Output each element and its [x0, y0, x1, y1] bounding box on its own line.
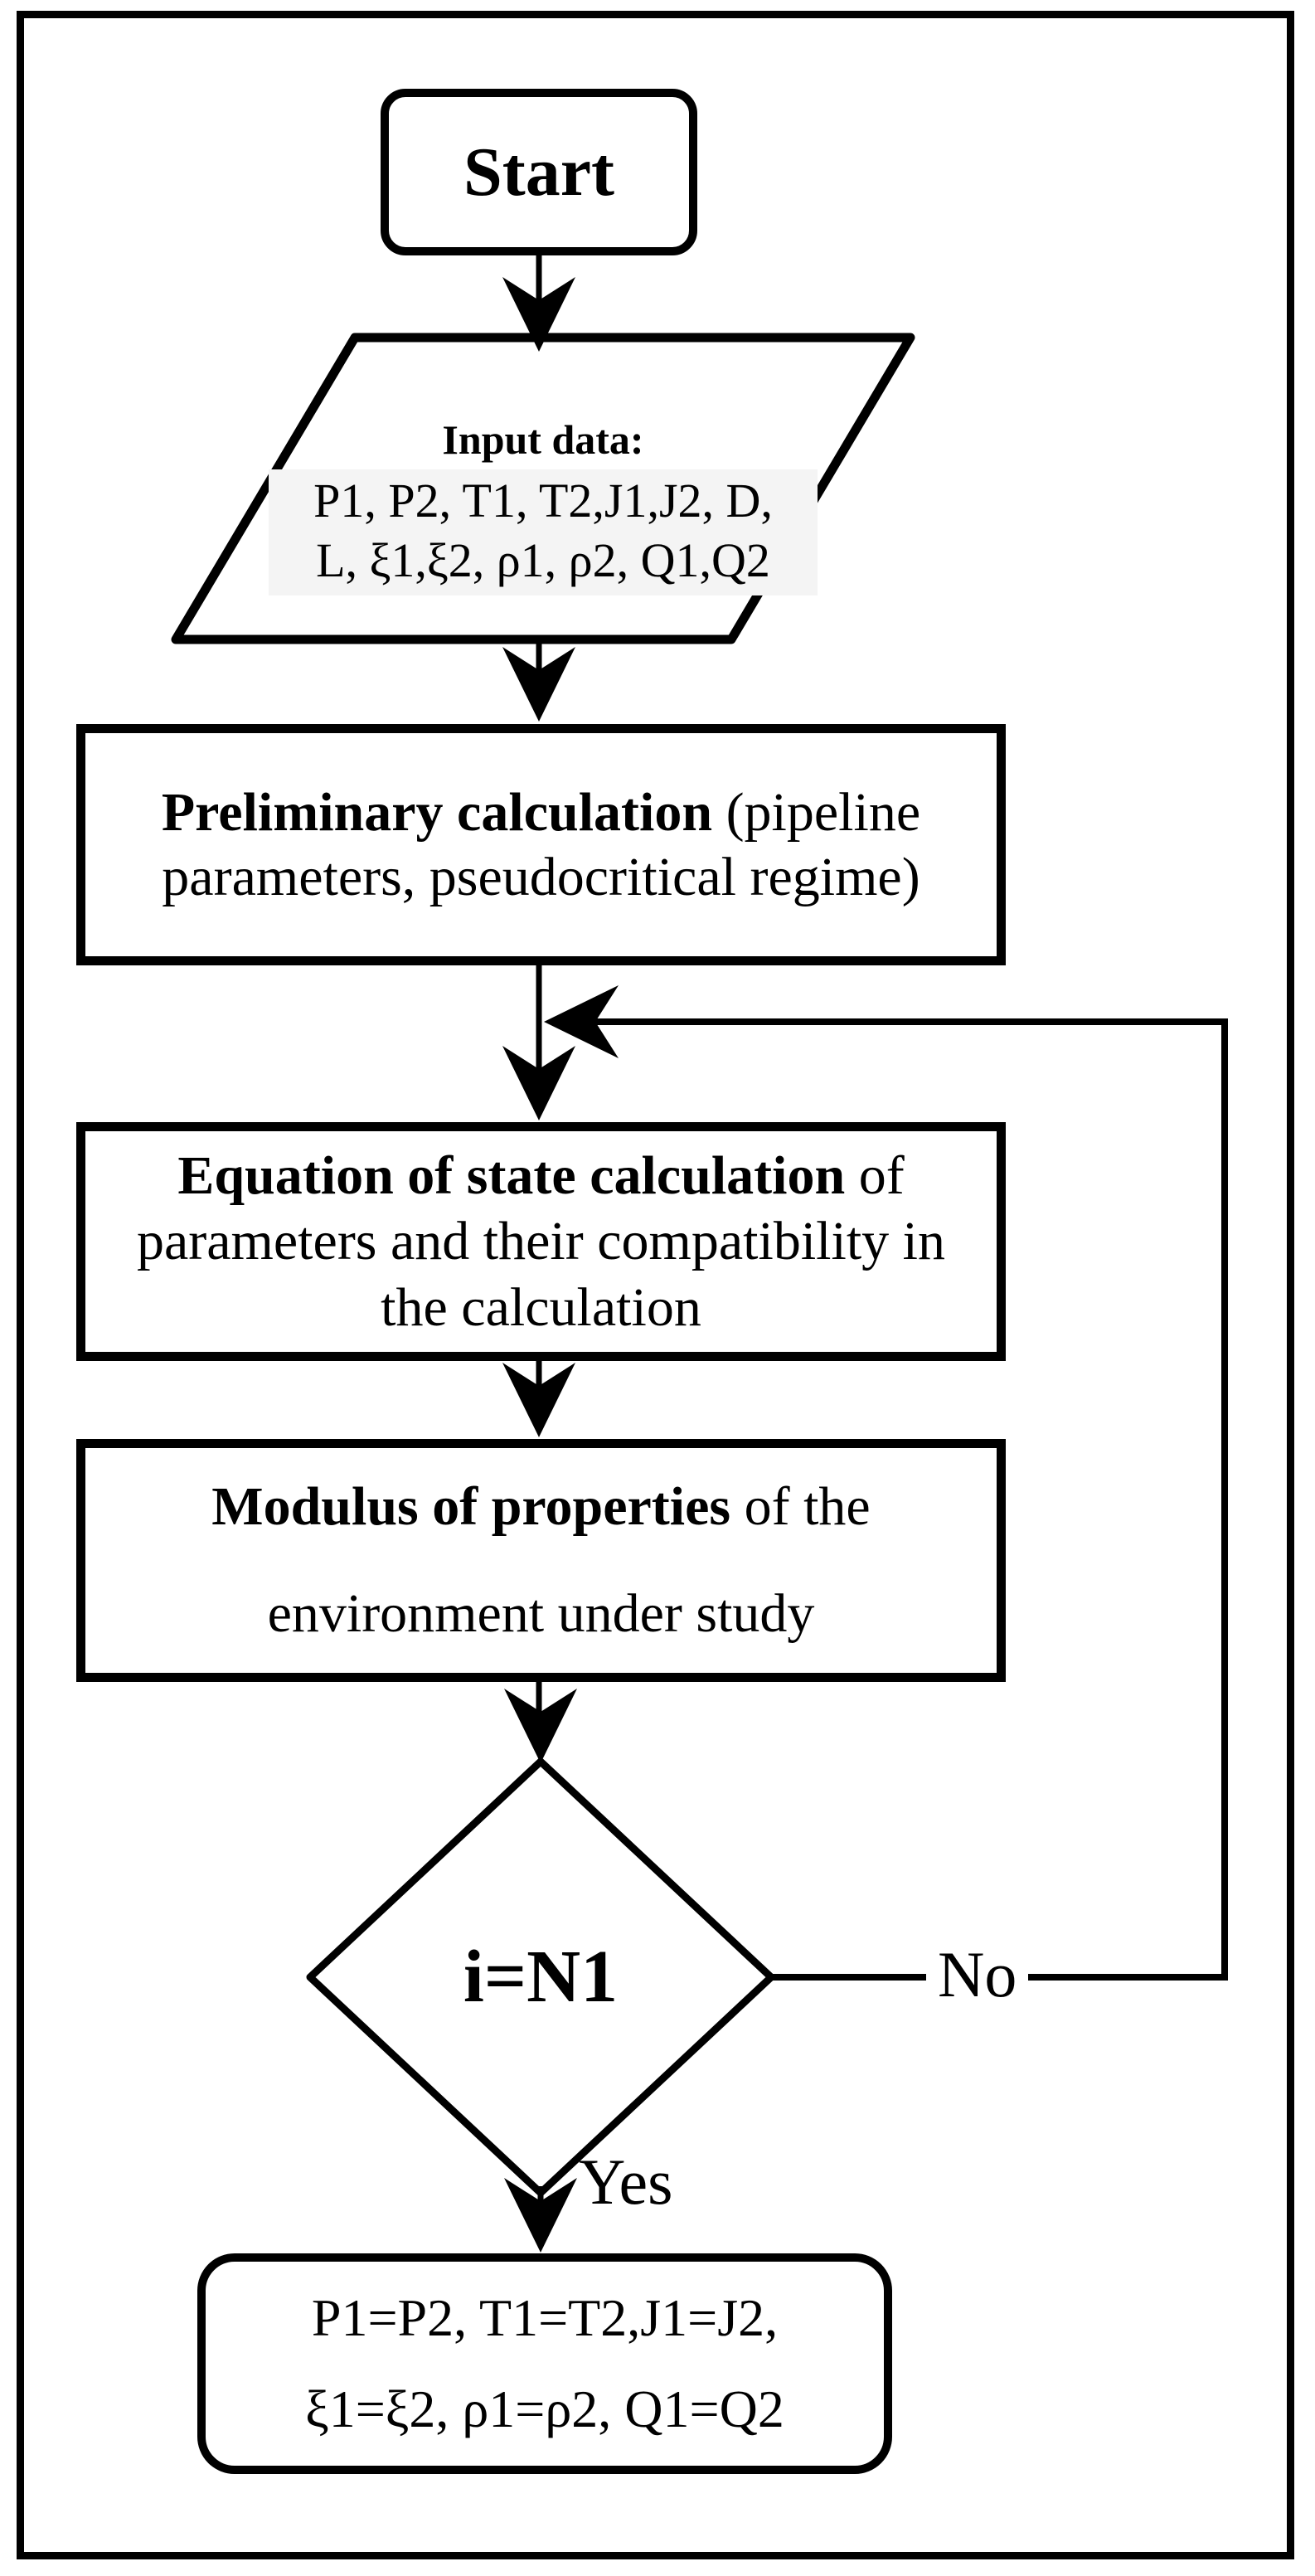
arrowhead-into-result-icon [504, 2178, 577, 2253]
decision-condition: i=N1 [463, 1936, 619, 2018]
start-label: Start [463, 134, 614, 211]
preliminary-line-1: Preliminary calculation (pipeline [161, 781, 921, 843]
input-data-values: P1, P2, T1, T2,J1,J2, D, L, ξ1,ξ2, ρ1, ρ… [269, 469, 818, 595]
input-data-node: Input data: P1, P2, T1, T2,J1,J2, D, L, … [249, 417, 837, 595]
loop-arrowhead-icon [544, 985, 619, 1058]
arrowhead-into-preliminary-icon [502, 647, 575, 722]
yes-branch-label: Yes [579, 2146, 673, 2218]
equation-line-2: parameters and their compatibility in [136, 1211, 945, 1272]
equation-line-1: Equation of state calculation of [177, 1145, 905, 1207]
modulus-node: Modulus of properties of the environment… [76, 1439, 1006, 1682]
input-data-line-1: P1, P2, T1, T2,J1,J2, D, [313, 474, 773, 527]
result-line-1: P1=P2, T1=T2,J1=J2, [311, 2287, 779, 2347]
result-node: P1=P2, T1=T2,J1=J2, ξ1=ξ2, ρ1=ρ2, Q1=Q2 [197, 2253, 892, 2474]
arrowhead-into-equation-icon [502, 1046, 575, 1120]
equation-line-3: the calculation [381, 1276, 701, 1338]
no-loop-edge [593, 1018, 1228, 1981]
equation-of-state-node: Equation of state calculation of paramet… [76, 1122, 1006, 1361]
modulus-line-1: Modulus of properties of the [211, 1475, 871, 1537]
no-branch-label: No [926, 1939, 1029, 2010]
input-data-line-2: L, ξ1,ξ2, ρ1, ρ2, Q1,Q2 [316, 532, 770, 587]
modulus-line-2: environment under study [267, 1582, 815, 1644]
arrowhead-into-decision-icon [504, 1689, 577, 1763]
result-line-2: ξ1=ξ2, ρ1=ρ2, Q1=Q2 [305, 2379, 784, 2438]
arrowhead-into-modulus-icon [502, 1363, 575, 1437]
preliminary-calculation-node: Preliminary calculation (pipeline parame… [76, 724, 1006, 965]
arrowhead-into-input-icon [502, 277, 575, 352]
start-node: Start [381, 89, 697, 255]
input-data-heading: Input data: [442, 416, 644, 463]
preliminary-line-2: parameters, pseudocritical regime) [162, 846, 920, 907]
